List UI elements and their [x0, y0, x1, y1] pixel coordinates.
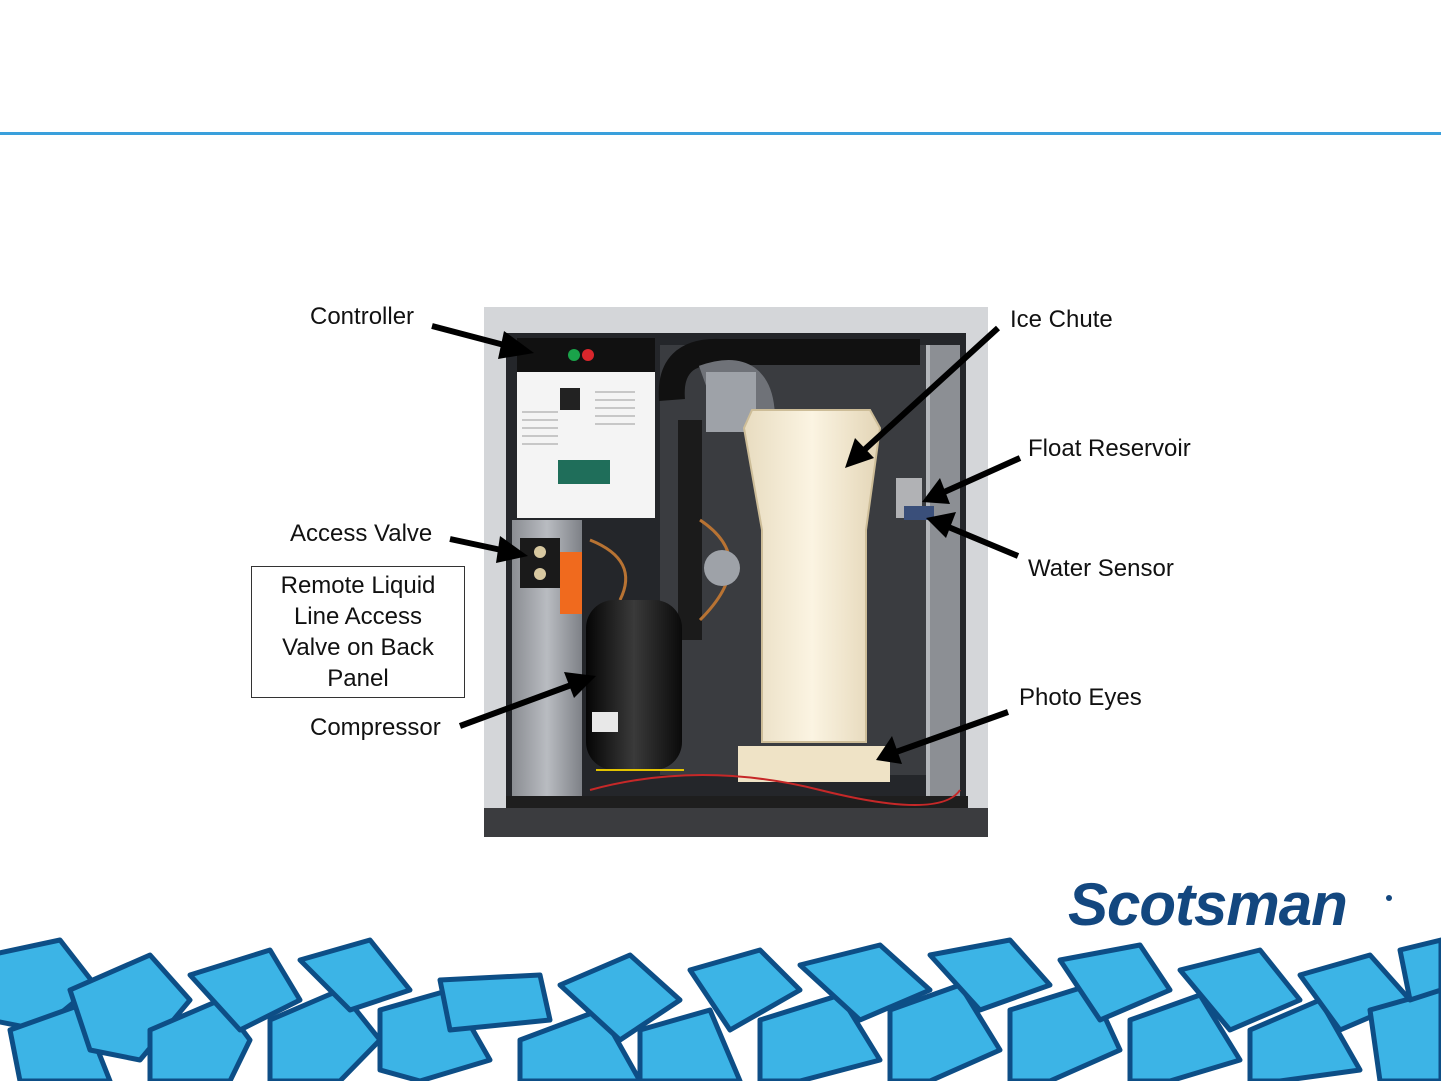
- brand-trademark-dot: [1386, 895, 1392, 901]
- label-access-valve: Access Valve: [290, 522, 432, 546]
- note-line: Valve on Back: [282, 632, 434, 663]
- note-line: Line Access: [294, 601, 422, 632]
- label-compressor: Compressor: [310, 716, 441, 740]
- label-ice-chute: Ice Chute: [1010, 308, 1113, 332]
- remote-valve-note-box: Remote Liquid Line Access Valve on Back …: [251, 566, 465, 698]
- ice-machine-photo: [484, 307, 988, 837]
- label-water-sensor: Water Sensor: [1028, 557, 1174, 581]
- label-float-reservoir: Float Reservoir: [1028, 437, 1191, 461]
- label-controller: Controller: [310, 305, 414, 329]
- label-photo-eyes: Photo Eyes: [1019, 686, 1142, 710]
- ice-cube-border: [0, 940, 1441, 1081]
- note-line: Remote Liquid: [281, 570, 436, 601]
- brand-logo: Scotsman: [1068, 870, 1347, 939]
- note-line: Panel: [327, 663, 388, 694]
